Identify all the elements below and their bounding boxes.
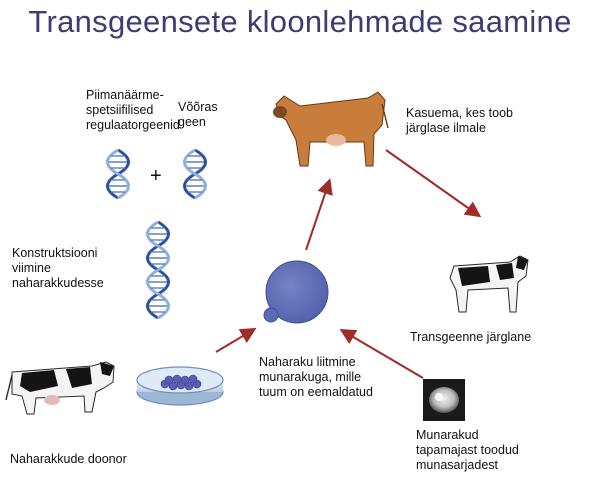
arrow-fusion-to-surrogate	[306, 182, 329, 250]
plus-sign: +	[150, 165, 162, 188]
label-transgenic-offspring: Transgeenne järglane	[410, 330, 531, 345]
label-foreign-gene: Võõras geen	[178, 100, 218, 130]
surrogate-cow-icon	[273, 92, 388, 166]
label-construct-insertion: Konstruktsiooni viimine naharakkudesse	[12, 246, 104, 291]
dna-helix-regulatory-icon	[108, 150, 129, 198]
dna-construct-icon	[148, 222, 169, 318]
arrow-dish-to-fusion	[216, 330, 253, 352]
dna-helix-foreign-gene-icon	[185, 150, 206, 198]
label-cell-fusion: Naharaku liitmine munarakuga, mille tuum…	[259, 355, 373, 400]
label-skin-cell-donor: Naharakkude doonor	[10, 452, 127, 467]
oocyte-photo	[423, 379, 465, 421]
transgenic-calf-icon	[450, 256, 528, 312]
donor-cow-icon	[6, 362, 114, 414]
label-oocytes-source: Munarakud tapamajast toodud munasarjades…	[416, 428, 519, 473]
arrow-surrogate-to-offspring	[386, 150, 478, 215]
label-surrogate-mother: Kasuema, kes toob järglase ilmale	[406, 106, 513, 136]
petri-dish-icon	[137, 367, 223, 405]
label-regulatory-genes: Piimanäärme- spetsiifilised regulaatorge…	[86, 88, 180, 133]
fused-cell-icon	[264, 261, 328, 323]
